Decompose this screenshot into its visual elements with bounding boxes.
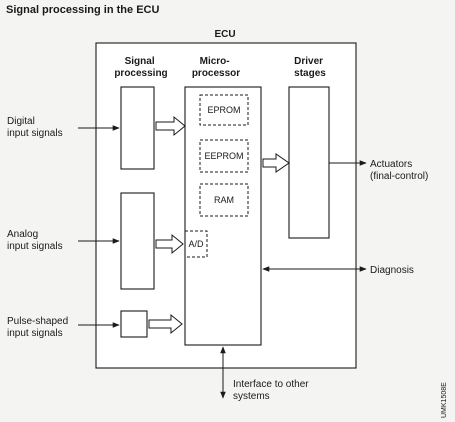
digital-processing-block bbox=[120, 86, 155, 170]
digital-to-micro-arrow bbox=[155, 115, 186, 137]
eeprom-label: EEPROM bbox=[204, 151, 243, 161]
analog-processing-block bbox=[120, 192, 155, 290]
microprocessor-header: Micro- processor bbox=[192, 56, 240, 79]
pulse-processing-block bbox=[120, 310, 148, 338]
analog-to-ad-arrow bbox=[155, 233, 184, 255]
diagnosis-label: Diagnosis bbox=[370, 265, 414, 276]
driver-stages-block bbox=[288, 86, 330, 239]
ram-label: RAM bbox=[214, 195, 234, 205]
analog-input-label: Analog input signals bbox=[7, 229, 63, 252]
digital-input-label: Digital input signals bbox=[7, 116, 63, 139]
micro-to-driver-arrow bbox=[262, 153, 290, 173]
figure-title: Signal processing in the ECU bbox=[6, 4, 159, 16]
signal-processing-header: Signal processing bbox=[114, 56, 167, 79]
driver-stages-header: Driver stages bbox=[294, 56, 326, 79]
ecu-label: ECU bbox=[214, 29, 235, 40]
eprom-label: EPROM bbox=[207, 105, 240, 115]
ad-converter-label: A/D bbox=[188, 239, 204, 249]
eprom-block bbox=[199, 94, 249, 126]
interface-label: Interface to other systems bbox=[233, 379, 311, 402]
ad-converter-block bbox=[184, 230, 208, 258]
pulse-to-micro-arrow bbox=[148, 313, 183, 335]
figure-code: UMK1508E bbox=[441, 382, 448, 418]
actuators-label: Actuators (final-control) bbox=[370, 159, 428, 182]
pulse-input-label: Pulse-shaped input signals bbox=[7, 316, 71, 339]
